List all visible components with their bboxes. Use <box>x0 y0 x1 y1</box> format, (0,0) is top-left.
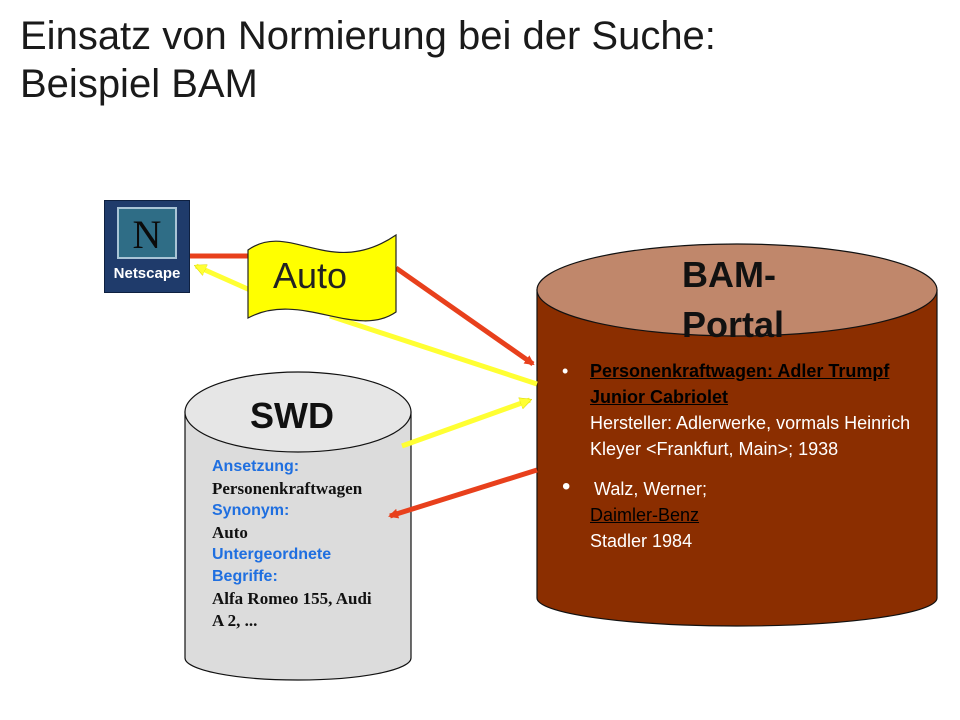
slide-title-line2: Beispiel BAM <box>20 62 258 106</box>
swd-value-ansetzung: Personenkraftwagen <box>212 479 363 498</box>
arrow-yellow-swd-to-portal <box>401 400 530 449</box>
slide-title: Einsatz von Normierung bei der Suche: Be… <box>20 12 920 108</box>
bullet-icon: • <box>562 473 571 500</box>
arrow-red-note-to-portal <box>394 265 535 367</box>
swd-cylinder <box>184 371 412 681</box>
arrow-yellow-note-to-netscape <box>196 263 252 293</box>
bam-portal-title: BAM- Portal <box>682 250 784 350</box>
bam-result-link[interactable]: Daimler-Benz <box>590 505 700 525</box>
query-note-label: Auto <box>273 255 348 296</box>
netscape-icon[interactable]: N Netscape <box>104 200 190 293</box>
bam-portal-title-line1: BAM- <box>682 254 776 295</box>
swd-value-synonym: Auto <box>212 523 248 542</box>
bam-result-text: Stadler 1984 <box>590 531 693 551</box>
swd-value-untergeordnete: Alfa Romeo 155, Audi A 2, ... <box>212 589 372 630</box>
query-note-shape <box>247 233 397 322</box>
bullet-icon: • <box>562 361 569 381</box>
netscape-letter: N <box>132 212 162 257</box>
arrow-yellow-portal-to-note <box>329 313 538 387</box>
swd-key-untergeordnete: Untergeordnete Begriffe: <box>212 546 332 585</box>
netscape-wordmark: Netscape <box>113 265 181 282</box>
bam-result-link[interactable]: Personenkraftwagen: Adler Trumpf Junior … <box>590 361 890 407</box>
bam-portal-title-line2: Portal <box>682 304 785 345</box>
arrow-red-portal-to-swd <box>388 467 538 519</box>
bam-portal-cylinder <box>536 243 938 627</box>
slide-title-line1: Einsatz von Normierung bei der Suche: <box>20 14 716 58</box>
bam-result-item: • Personenkraftwagen: Adler Trumpf Junio… <box>562 358 932 462</box>
swd-key-synonym: Synonym: <box>212 502 290 519</box>
bam-result-item: • Walz, Werner; Daimler-Benz Stadler 198… <box>562 473 932 554</box>
bam-result-list: • Personenkraftwagen: Adler Trumpf Junio… <box>562 358 932 568</box>
bam-result-text: Hersteller: Adlerwerke, vormals Heinrich… <box>590 413 911 459</box>
swd-title: SWD <box>250 395 334 436</box>
netscape-logo-box: N <box>117 207 177 259</box>
swd-key-ansetzung: Ansetzung: <box>212 458 300 475</box>
bam-result-prefix: Walz, Werner; <box>594 479 708 499</box>
swd-record: Ansetzung: Personenkraftwagen Synonym: A… <box>212 456 412 632</box>
